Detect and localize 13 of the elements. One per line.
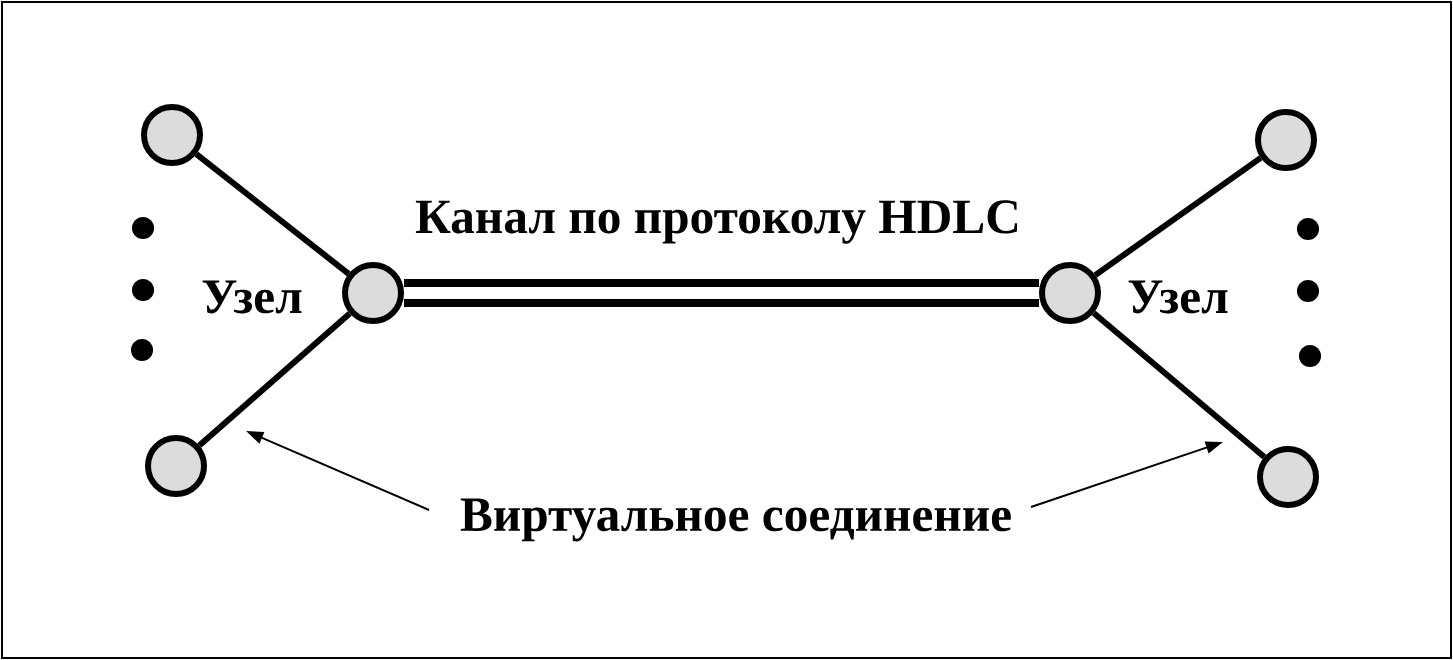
node-circle: [1257, 446, 1319, 508]
connection-line: [194, 151, 351, 277]
connection-line: [1091, 310, 1267, 460]
connection-line: [197, 311, 352, 448]
node-circle: [141, 104, 203, 166]
callout-text: Виртуальное соединение: [460, 498, 1011, 542]
node-label: Узел: [202, 280, 302, 314]
double-line: [404, 279, 1039, 307]
connection-line: [1093, 155, 1263, 278]
edge-label: Канал по протоколу HDLC: [415, 200, 1018, 244]
node-circle: [1255, 109, 1317, 171]
node-label: Узел: [1128, 280, 1228, 314]
node-circle: [145, 435, 207, 497]
